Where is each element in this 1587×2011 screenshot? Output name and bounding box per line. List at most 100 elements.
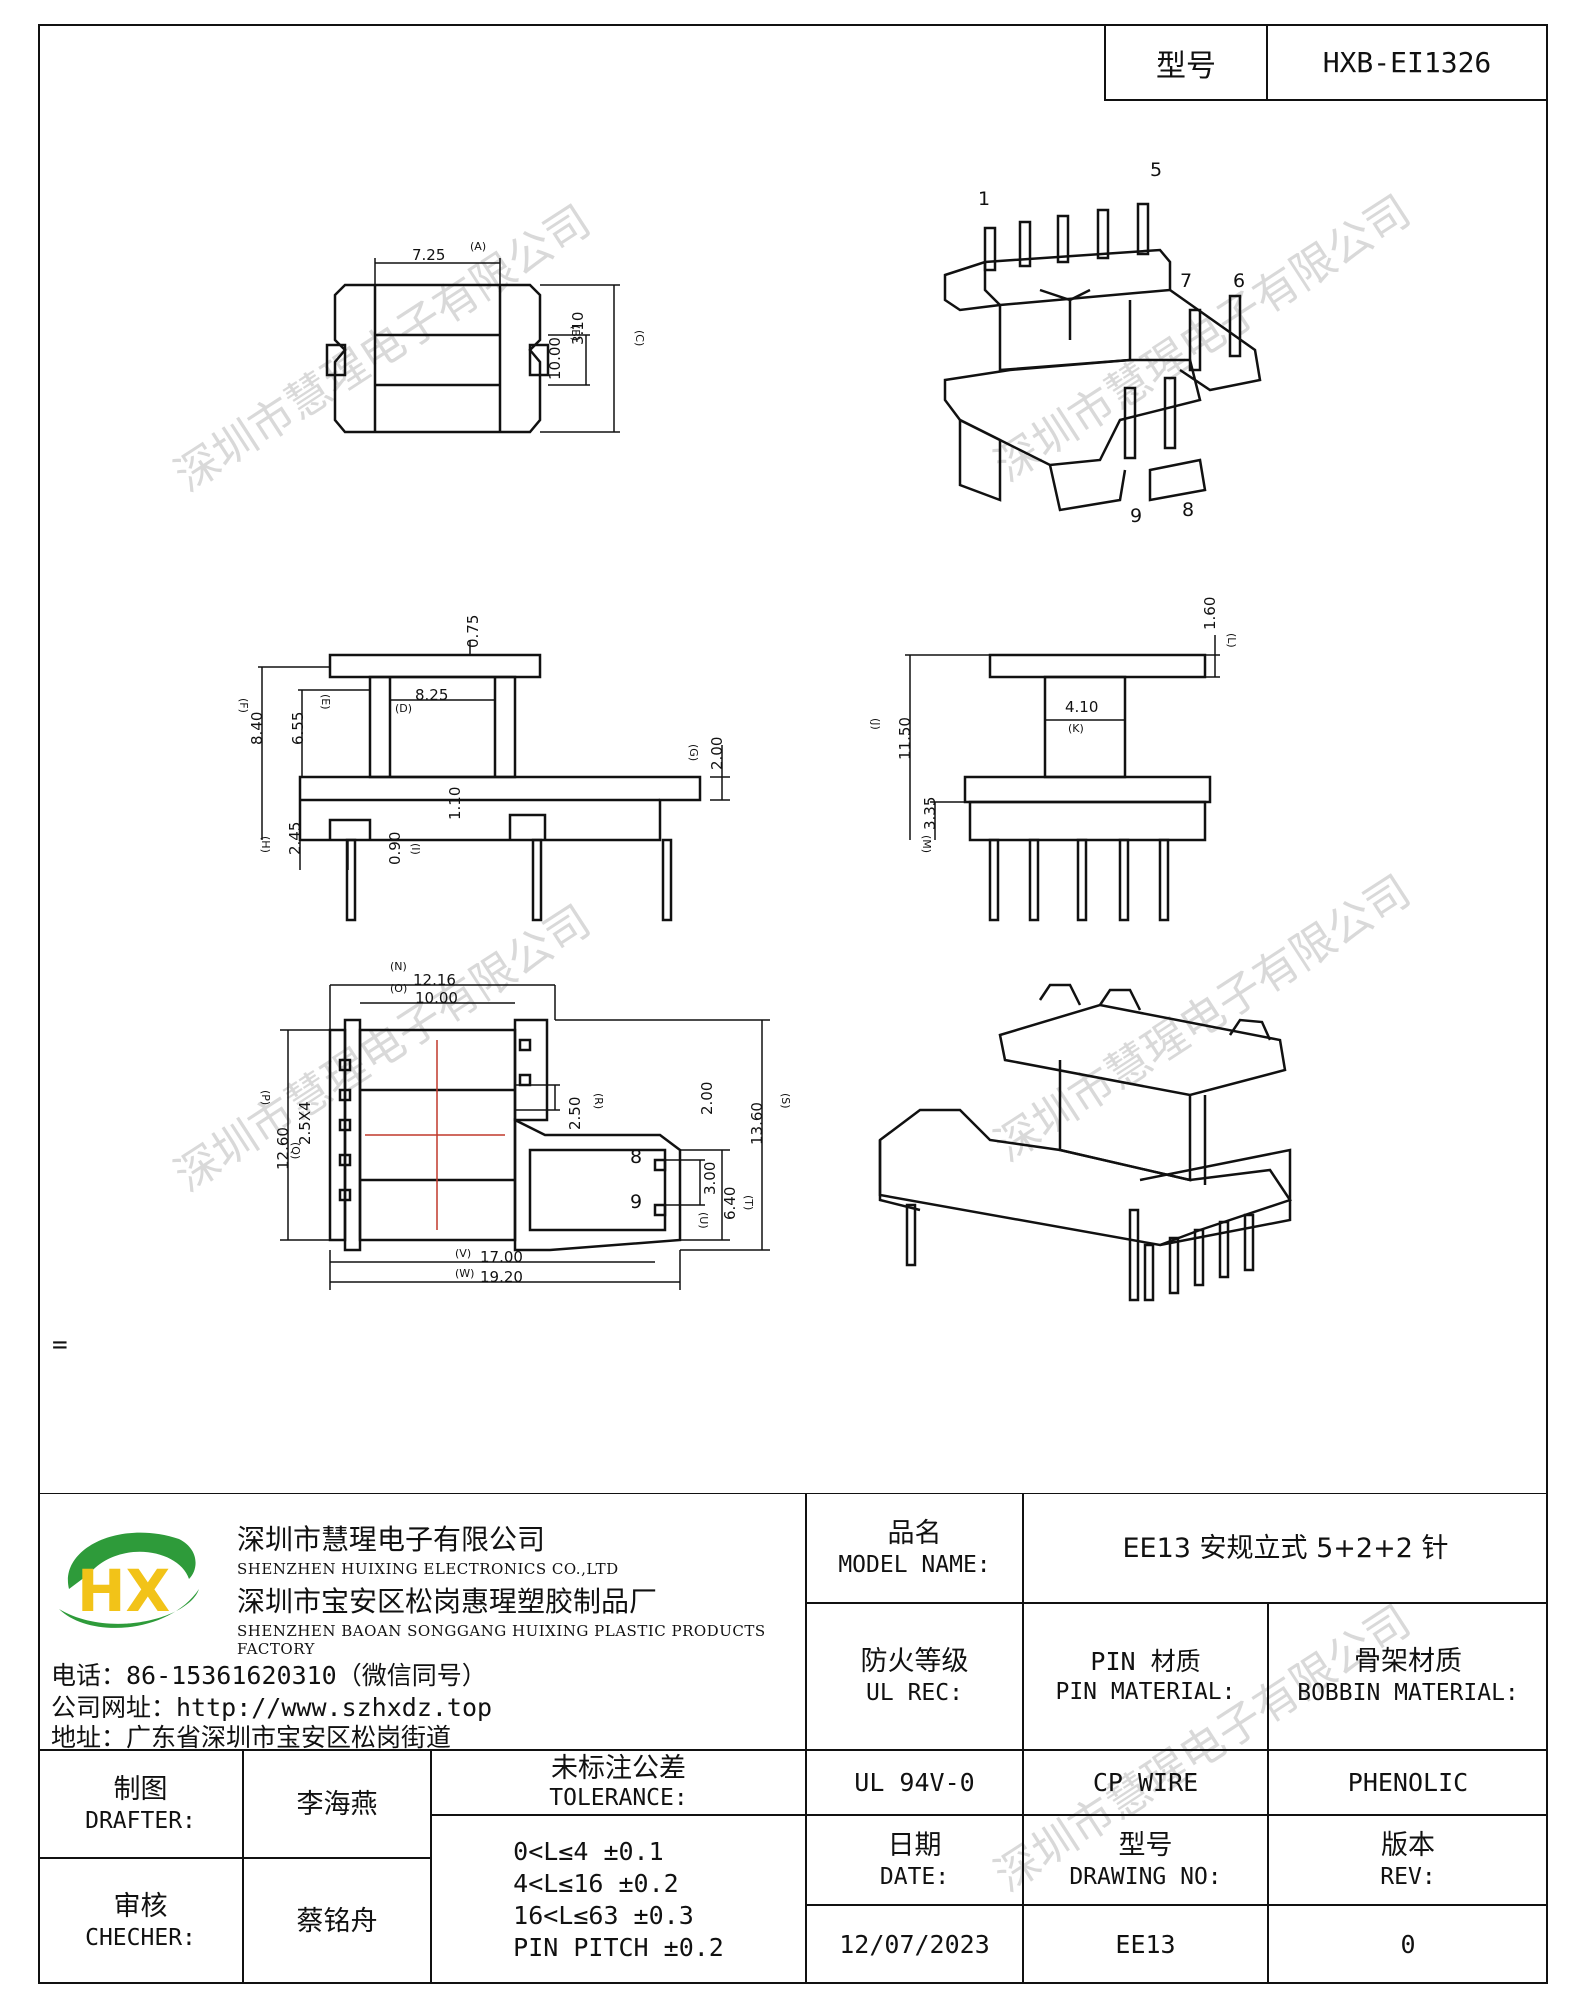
dim-label: (E) [319,694,332,710]
dim-label: (F) [237,698,250,713]
company-info: HX 深圳市慧瑆电子有限公司 SHENZHEN HUIXING ELECTRON… [38,1493,806,1752]
dim-label: (C) [633,330,646,346]
drawing-no-label: 型号 DRAWING NO: [1023,1815,1268,1905]
checker-label: 审核 CHECHER: [38,1858,243,1984]
bobbin-material-value: PHENOLIC [1268,1750,1548,1815]
tolerance-values: 0<L≤4 ±0.1 4<L≤16 ±0.2 16<L≤63 ±0.3 PIN … [431,1815,806,1984]
pin-number: 9 [1130,505,1142,527]
date-label: 日期 DATE: [806,1815,1023,1905]
dim-label: 17.00 [480,1248,523,1266]
dim-label: (Q) [289,1142,302,1159]
dim-label: (L) [1225,633,1238,648]
front-view [258,640,730,922]
dim-label: (A) [470,240,486,253]
technical-drawing: 7.25 (A) (B) 3.10 10.00 (C) 1 5 7 6 9 8 … [237,159,1292,1302]
dim-label: (P) [259,1090,272,1105]
dim-label: 2.00 [708,737,726,770]
top-view [325,258,620,434]
company-phone: 电话：86-15361620310（微信同号） [51,1661,487,1690]
dim-label: 1.10 [446,787,464,820]
dim-label: (T) [742,1195,755,1210]
model-name-label: 品名 MODEL NAME: [806,1493,1023,1603]
dim-label: (V) [455,1247,471,1260]
company-name-cn: 深圳市慧瑆电子有限公司 [237,1523,546,1556]
dim-label: (S) [779,1093,792,1109]
dim-label: 7.25 [412,246,445,264]
checker-name: 蔡铭舟 [243,1858,431,1984]
rev-value: 0 [1268,1905,1548,1984]
dim-label: 3.35 [921,797,939,830]
ul-rec-value: UL 94V-0 [806,1750,1023,1815]
pin-number: 8 [1182,499,1194,521]
dim-label: 19.20 [480,1268,523,1286]
tolerance-line: PIN PITCH ±0.2 [513,1932,724,1962]
ul-rec-label: 防火等级 UL REC: [806,1603,1023,1750]
tolerance-line: 4<L≤16 ±0.2 [513,1868,679,1898]
dim-label: 2.00 [698,1082,716,1115]
logo-text: HX [77,1557,170,1625]
stray-mark: = [52,1330,68,1360]
pin-number: 7 [1180,270,1192,292]
dim-label: (U) [697,1212,710,1229]
dim-label: (W) [455,1267,474,1280]
factory-name-en: SHENZHEN BAOAN SONGGANG HUIXING PLASTIC … [237,1622,766,1658]
company-address: 地址：广东省深圳市宝安区松岗街道 [51,1723,452,1752]
dim-label: 10.00 [415,989,458,1007]
pin-number: 6 [1233,270,1245,292]
drawing-no-value: EE13 [1023,1905,1268,1984]
dim-label: 2.45 [286,822,304,855]
drafter-name: 李海燕 [243,1750,431,1858]
dim-label: 0.90 [386,832,404,865]
drafter-label: 制图 DRAFTER: [38,1750,243,1858]
factory-name-cn: 深圳市宝安区松岗惠瑆塑胶制品厂 [237,1585,658,1618]
rev-label: 版本 REV: [1268,1815,1548,1905]
dim-label: 11.50 [896,717,914,760]
dim-label: 8.40 [248,712,266,745]
dim-label: 13.60 [748,1102,766,1145]
perspective-view-bottom [878,983,1292,1302]
tolerance-line: 0<L≤4 ±0.1 [513,1836,664,1866]
dim-label: 4.10 [1065,698,1098,716]
pin-number: 5 [1150,159,1162,181]
dim-label: 6.55 [289,712,307,745]
dim-label: (I) [409,843,422,855]
perspective-view-top [943,202,1262,512]
tolerance-label: 未标注公差 TOLERANCE: [431,1750,806,1815]
dim-label: 6.40 [721,1187,739,1220]
model-header-value: HXB-EI1326 [1322,46,1492,79]
dim-label: 12.16 [413,971,456,989]
dim-label: 0.75 [464,615,482,648]
side-view [905,635,1220,922]
bottom-view [280,984,770,1290]
dim-label: 1.60 [1201,597,1219,630]
pin-number: 8 [630,1146,642,1168]
tolerance-line: 16<L≤63 ±0.3 [513,1900,694,1930]
pin-number: 1 [978,188,990,210]
dim-label: (H) [259,836,272,853]
dim-label: (K) [1068,722,1084,735]
dim-label: (J) [869,718,882,730]
company-website: 公司网址：http://www.szhxdz.top [51,1693,493,1722]
dim-label: (B) [569,325,582,341]
company-logo: HX [59,1532,199,1628]
dim-label: (N) [390,960,407,973]
company-name-en: SHENZHEN HUIXING ELECTRONICS CO.,LTD [237,1560,619,1578]
dim-label: (M) [920,835,933,853]
dim-label: 8.25 [415,686,448,704]
dim-label: 2.50 [566,1097,584,1130]
pin-material-value: CP WIRE [1023,1750,1268,1815]
dim-label: (O) [390,982,407,995]
dim-label: 2.5X4 [296,1101,314,1145]
dim-label: (G) [687,744,700,761]
model-name-value: EE13 安规立式 5+2+2 针 [1023,1493,1548,1603]
date-value: 12/07/2023 [806,1905,1023,1984]
pin-number: 9 [630,1191,642,1213]
dim-label: 3.00 [701,1162,719,1195]
model-header: 型号 HXB-EI1326 [1104,24,1548,101]
pin-material-label: PIN 材质 PIN MATERIAL: [1023,1603,1268,1750]
model-header-label: 型号 [1106,26,1268,99]
dim-label: (D) [395,702,412,715]
bobbin-material-label: 骨架材质 BOBBIN MATERIAL: [1268,1603,1548,1750]
dim-label: (R) [592,1093,605,1109]
title-block: HX 深圳市慧瑆电子有限公司 SHENZHEN HUIXING ELECTRON… [38,1493,1548,1984]
